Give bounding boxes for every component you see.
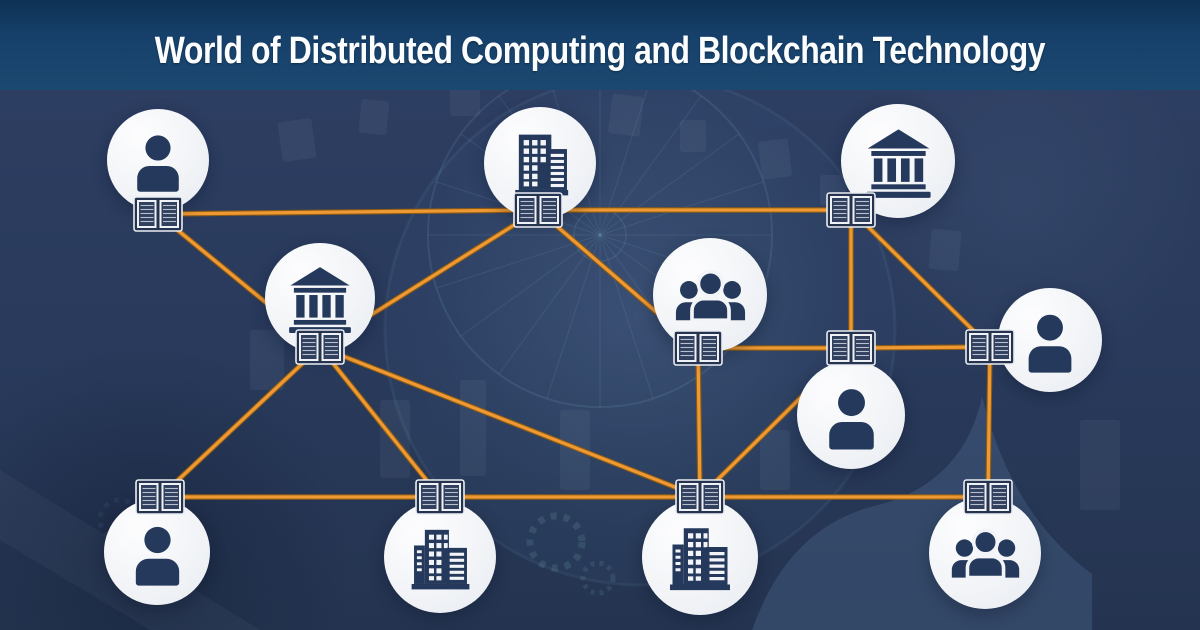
ledger-icon [963,479,1013,515]
ledger-icon [295,329,345,365]
ledger-icon [135,479,185,515]
ledger-icon [965,329,1015,365]
page-title: World of Distributed Computing and Block… [154,29,1046,72]
edge-n3-n6 [849,208,992,349]
node-person [104,499,210,605]
node-building-b [642,499,758,615]
edge-n5-n10 [696,347,702,498]
ledger-icon [513,192,563,228]
ledger-icon [826,192,876,228]
ledger-icon [415,479,465,515]
ledger-icon [826,330,876,366]
ledger-icon [675,479,725,515]
ledger-icon [133,196,183,232]
ledger-icon [673,330,723,366]
edge-n4-n8 [158,345,322,499]
edge-n4-n10 [319,345,701,499]
edge-n6-n11 [986,346,992,498]
header-banner: World of Distributed Computing and Block… [0,0,1200,90]
edge-n4-n9 [318,346,442,498]
node-person [797,361,905,469]
node-group [929,497,1041,609]
node-building-b [384,501,496,613]
node-person [107,109,209,211]
cube-cluster [250,80,1120,510]
node-person [998,288,1102,392]
edge-n1-n2 [157,208,539,216]
